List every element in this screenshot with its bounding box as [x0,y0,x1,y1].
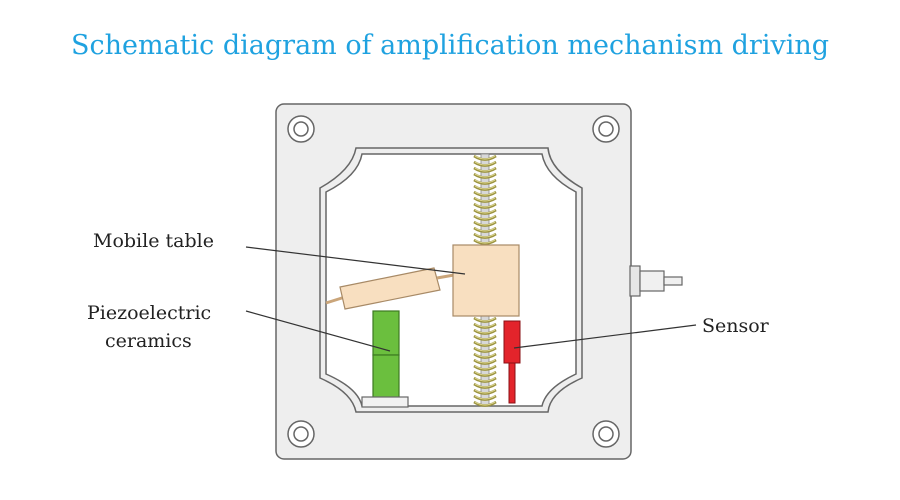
spring-coil-highlight [474,389,496,394]
spring-coil-highlight [474,185,496,190]
spring-coil-highlight [474,317,496,322]
spring-coil-highlight [474,371,496,376]
spring-coil-highlight [474,221,496,226]
mounting-hole-bottom-left [287,420,315,448]
spring-coil-highlight [474,161,496,166]
spring-coil-highlight [474,401,496,406]
amplification-lever [325,267,455,310]
leader-mobile-table [245,246,466,275]
sensor-probe [503,320,521,404]
inner-frame-outer [319,147,583,413]
spring-coil-highlight [474,203,496,208]
spring-coil-highlight [474,377,496,382]
spring-coil-highlight [474,167,496,172]
spring-coil-highlight [474,173,496,178]
spring-coil-highlight [474,335,496,340]
spring-coil-highlight [474,323,496,328]
spring-lower [473,315,497,407]
spring-coil-highlight [474,353,496,358]
spring-coil-highlight [474,191,496,196]
spring-coil-highlight [474,233,496,238]
diagram-title: Schematic diagram of amplification mecha… [70,30,830,61]
mounting-hole-bottom-right [592,420,620,448]
spring-coil-highlight [474,329,496,334]
mobile-table [452,244,520,317]
spring-coil-highlight [474,197,496,202]
label-mobile-table: Mobile table [93,230,214,252]
spring-coil-highlight [474,383,496,388]
spring-coil-highlight [474,239,496,244]
spring-coil-highlight [474,179,496,184]
spring-coil-highlight [474,365,496,370]
leader-piezo [245,310,391,352]
spring-coil-highlight [474,359,496,364]
spring-coil-highlight [474,395,496,400]
mounting-hole-top-right [592,115,620,143]
spring-coil-highlight [474,227,496,232]
label-piezo-line2: ceramics [105,330,192,352]
label-sensor: Sensor [702,315,769,337]
leader-sensor [513,324,697,349]
side-connector [629,265,683,297]
inner-frame-inner [325,153,577,407]
spring-coil-highlight [474,155,496,160]
mounting-hole-top-left [287,115,315,143]
label-piezo-line1: Piezoelectric [87,302,212,324]
spring-coil-highlight [474,347,496,352]
spring-coil-highlight [474,209,496,214]
spring-coil-highlight [474,341,496,346]
spring-coil-highlight [474,215,496,220]
spring-upper [473,153,497,247]
